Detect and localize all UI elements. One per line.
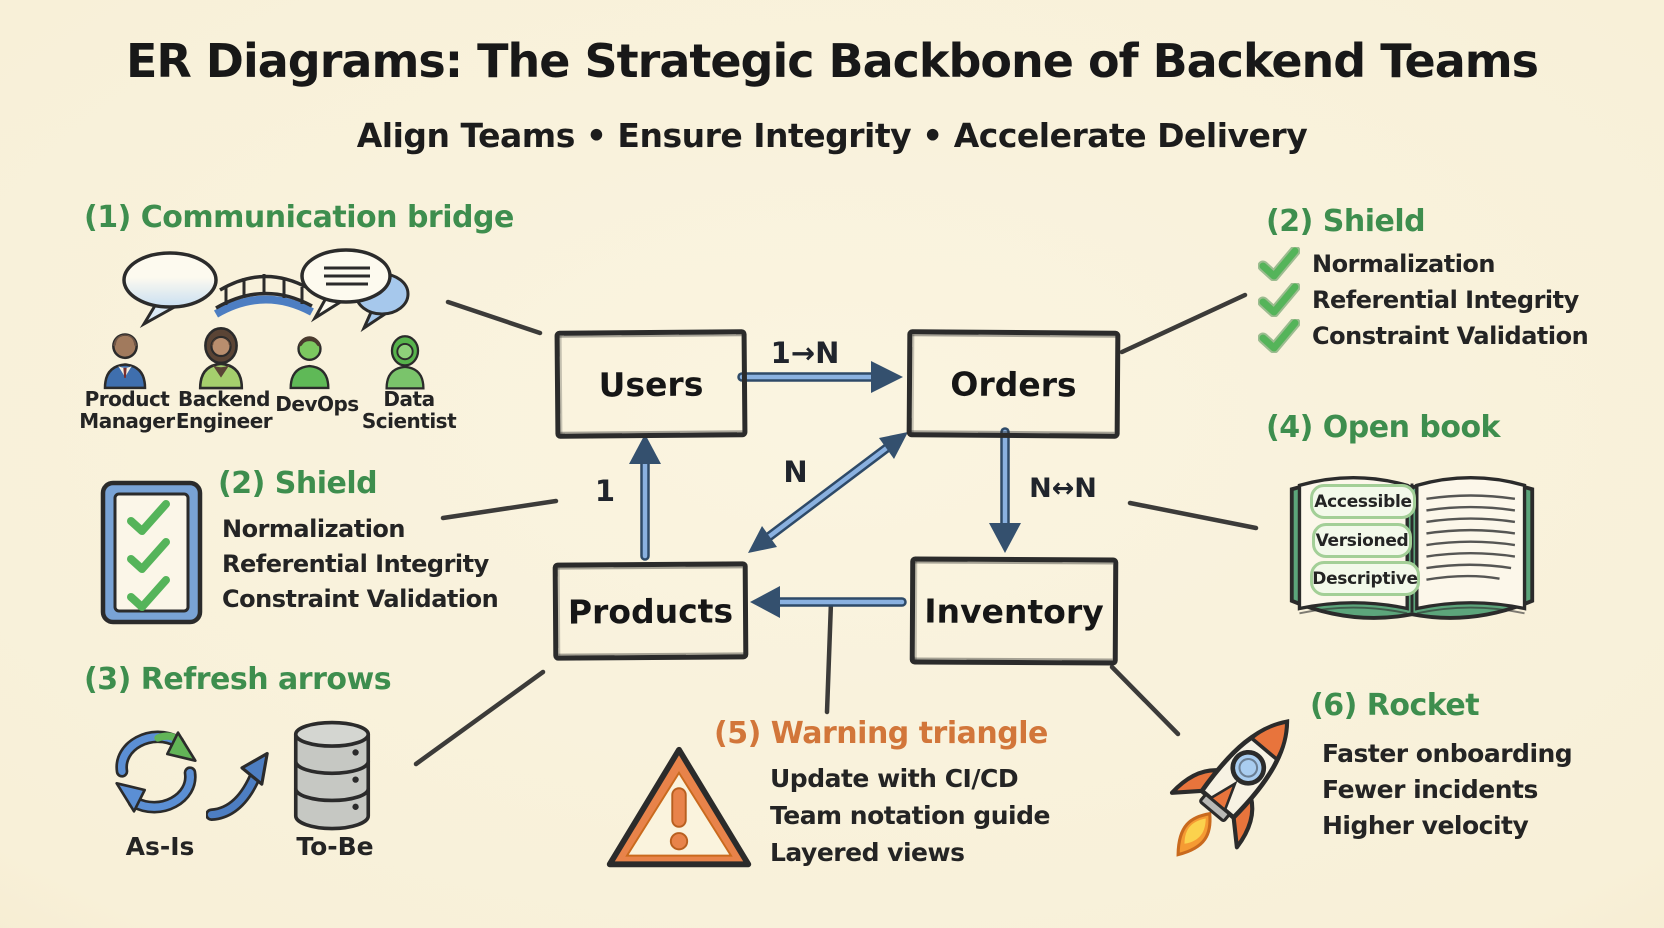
- shield-right-row: Constraint Validation: [1258, 318, 1589, 354]
- checklist-clipboard-icon: [100, 480, 203, 625]
- entity-orders: Orders: [906, 329, 1121, 439]
- section-refresh-heading: (3) Refresh arrows: [84, 662, 392, 697]
- entity-inventory-label: Inventory: [924, 591, 1104, 631]
- role-label-devops: DevOps: [275, 392, 359, 416]
- entity-users: Users: [554, 329, 748, 439]
- book-pill-descriptive: Descriptive: [1310, 561, 1420, 596]
- bridge-icon: [213, 274, 314, 318]
- shield-right-row: Referential Integrity: [1258, 282, 1588, 318]
- entity-products-label: Products: [567, 590, 734, 632]
- speech-bubbles-and-bridge-icon: [122, 248, 410, 333]
- connector-lines: [413, 292, 1259, 767]
- product-manager-avatar: [103, 333, 147, 390]
- section-shield-left-heading: (2) Shield: [218, 466, 378, 501]
- entity-products: Products: [552, 561, 749, 661]
- shield-right-list: Normalization Referential Integrity Cons…: [1258, 246, 1589, 354]
- role-label-product-manager: Product Manager: [79, 387, 175, 433]
- role-label-backend-engineer: Backend Engineer: [175, 387, 273, 433]
- devops-avatar: [289, 336, 330, 390]
- section-shield-right-heading: (2) Shield: [1266, 204, 1426, 239]
- warning-triangle-icon: [606, 746, 752, 868]
- refresh-cycle-icon: [115, 730, 197, 814]
- warning-item: Layered views: [770, 838, 965, 867]
- refresh-label-to-be: To-Be: [296, 832, 374, 861]
- section-book-heading: (4) Open book: [1266, 410, 1501, 445]
- shield-right-row: Normalization: [1258, 246, 1588, 282]
- data-scientist-avatar: [385, 335, 425, 390]
- database-icon: [293, 720, 371, 831]
- checkmark-icon: [1258, 283, 1300, 317]
- book-pill-accessible: Accessible: [1310, 484, 1416, 519]
- backend-engineer-avatar: [198, 326, 244, 390]
- rocket-item: Faster onboarding: [1322, 739, 1573, 768]
- shield-left-item: Normalization: [222, 515, 406, 543]
- rocket-item: Higher velocity: [1322, 811, 1529, 840]
- rocket-item: Fewer incidents: [1322, 775, 1538, 804]
- shield-left-list: Normalization Referential Integrity Cons…: [222, 512, 499, 617]
- curved-arrow-icon: [206, 751, 269, 821]
- cardinality-users-orders: 1→N: [770, 336, 840, 370]
- er-arrows: [629, 361, 1021, 618]
- page-subtitle: Align Teams • Ensure Integrity • Acceler…: [356, 116, 1308, 155]
- speech-bubble-icon: [122, 251, 218, 329]
- checkmark-icon: [1258, 247, 1300, 281]
- page-title: ER Diagrams: The Strategic Backbone of B…: [125, 34, 1539, 88]
- section-rocket-heading: (6) Rocket: [1310, 688, 1480, 723]
- section-warning-heading: (5) Warning triangle: [714, 716, 1048, 751]
- shield-right-item: Normalization: [1312, 249, 1496, 278]
- shield-right-item: Constraint Validation: [1312, 321, 1589, 350]
- warning-list: Update with CI/CD Team notation guide La…: [770, 760, 1050, 871]
- refresh-label-as-is: As-Is: [125, 832, 195, 861]
- checkmark-icon: [1258, 319, 1300, 353]
- rocket-icon: [1169, 719, 1290, 857]
- speech-bubble-lines-icon: [300, 248, 392, 323]
- cardinality-orders-inventory: N↔N: [1029, 473, 1097, 504]
- entity-orders-label: Orders: [950, 364, 1077, 404]
- shield-right-item: Referential Integrity: [1312, 285, 1579, 314]
- shield-left-item: Referential Integrity: [222, 550, 489, 578]
- role-label-data-scientist: Data Scientist: [361, 387, 457, 433]
- cardinality-products-users: 1: [594, 474, 616, 508]
- entity-inventory: Inventory: [909, 556, 1119, 666]
- warning-item: Update with CI/CD: [770, 764, 1019, 793]
- section-communication-heading: (1) Communication bridge: [84, 200, 514, 235]
- shield-left-item: Constraint Validation: [222, 585, 499, 613]
- warning-item: Team notation guide: [770, 801, 1050, 830]
- rocket-list: Faster onboarding Fewer incidents Higher…: [1322, 736, 1573, 844]
- cardinality-products-orders: N: [783, 455, 808, 489]
- book-pill-versioned: Versioned: [1312, 523, 1412, 558]
- entity-users-label: Users: [598, 364, 704, 404]
